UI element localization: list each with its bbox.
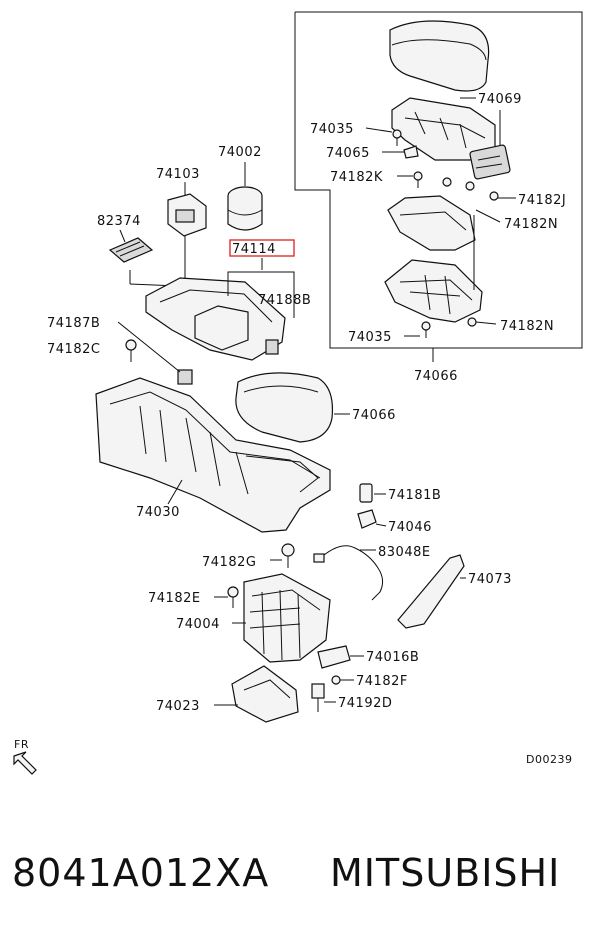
label-fr: FR bbox=[14, 738, 29, 751]
screw-74182J-2 bbox=[465, 181, 475, 191]
label-74002: 74002 bbox=[218, 145, 262, 160]
label-74035a: 74035 bbox=[310, 122, 354, 137]
label-82374: 82374 bbox=[97, 214, 141, 229]
label-74066b: 74066 bbox=[352, 408, 396, 423]
label-74192D: 74192D bbox=[338, 696, 392, 711]
brand-name: MITSUBISHI bbox=[330, 851, 561, 895]
latch-block bbox=[469, 144, 511, 180]
clip-74187B bbox=[177, 369, 193, 385]
inset-frame bbox=[294, 11, 583, 349]
label-74114: 74114 bbox=[232, 242, 276, 257]
highlight-box-74114 bbox=[229, 239, 295, 257]
screw-74182J-3 bbox=[489, 191, 499, 201]
screw-74182F bbox=[331, 675, 341, 685]
screw-74035a bbox=[392, 129, 402, 139]
screw-74182C bbox=[125, 339, 137, 351]
label-74182G: 74182G bbox=[202, 555, 256, 570]
console-body bbox=[95, 377, 331, 533]
side-cover bbox=[397, 554, 465, 629]
bolt-74192D bbox=[311, 683, 325, 699]
label-74182J: 74182J bbox=[518, 193, 566, 208]
switch-button bbox=[108, 237, 154, 263]
wire-harness bbox=[317, 545, 384, 601]
clip-74188B bbox=[265, 339, 279, 355]
screw-74182K bbox=[413, 171, 423, 181]
label-74035b: 74035 bbox=[348, 330, 392, 345]
label-74046: 74046 bbox=[388, 520, 432, 535]
bracket-74016B bbox=[317, 645, 351, 669]
label-74182E: 74182E bbox=[148, 591, 201, 606]
parts-diagram: 74069 74035 74065 74182K 74182J 74182N 7… bbox=[13, 11, 583, 775]
clip-74065 bbox=[403, 145, 419, 159]
label-74187B: 74187B bbox=[47, 316, 100, 331]
part-number: 8041A012XA bbox=[12, 851, 270, 895]
armrest-base bbox=[384, 259, 483, 323]
screw-74035b bbox=[421, 321, 431, 331]
footer: 8041A012XA MITSUBISHI bbox=[0, 838, 600, 908]
base-bracket bbox=[231, 665, 299, 723]
label-74073: 74073 bbox=[468, 572, 512, 587]
label-74065: 74065 bbox=[326, 146, 370, 161]
screw-74182Nb bbox=[467, 317, 477, 327]
label-74188B: 74188B bbox=[258, 293, 311, 308]
label-74004: 74004 bbox=[176, 617, 220, 632]
label-74016B: 74016B bbox=[366, 650, 419, 665]
label-74103: 74103 bbox=[156, 167, 200, 182]
armrest-cushion bbox=[235, 372, 334, 443]
label-74066a: 74066 bbox=[414, 369, 458, 384]
screw-74182J-1 bbox=[442, 177, 452, 187]
armrest-tray bbox=[387, 195, 476, 251]
console-bracket bbox=[243, 573, 331, 663]
socket-74181B bbox=[359, 483, 373, 503]
label-74182C: 74182C bbox=[47, 342, 100, 357]
label-74182Na: 74182N bbox=[504, 217, 558, 232]
clip-74046 bbox=[357, 509, 377, 529]
screw-74182G bbox=[281, 543, 295, 557]
label-74023: 74023 bbox=[156, 699, 200, 714]
cup-holder-body bbox=[227, 196, 263, 231]
fr-arrow-icon bbox=[13, 751, 37, 775]
label-74182K: 74182K bbox=[330, 170, 383, 185]
screw-74182E bbox=[227, 586, 239, 598]
label-74069: 74069 bbox=[478, 92, 522, 107]
label-83048E: 83048E bbox=[378, 545, 431, 560]
label-74181B: 74181B bbox=[388, 488, 441, 503]
armrest-lid-top bbox=[389, 20, 490, 92]
label-diagram-code: D00239 bbox=[526, 753, 572, 766]
label-74182F: 74182F bbox=[356, 674, 408, 689]
label-74030: 74030 bbox=[136, 505, 180, 520]
label-74182Nb: 74182N bbox=[500, 319, 554, 334]
